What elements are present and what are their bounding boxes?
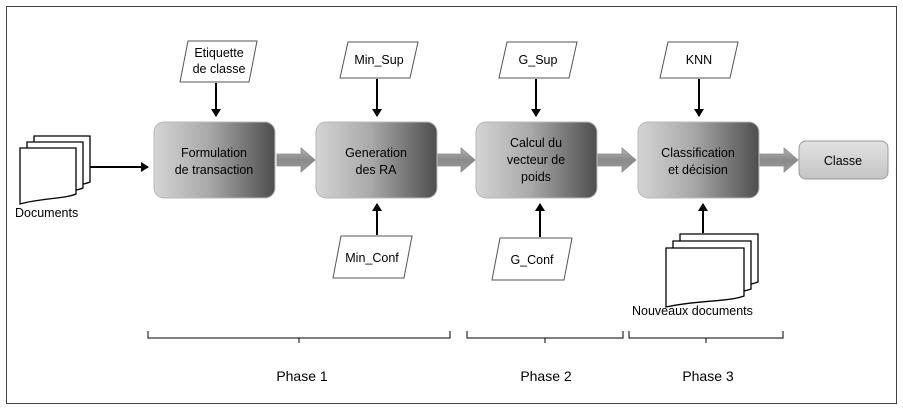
flow-arrow-2 <box>437 147 476 173</box>
phase2-label: Phase 2 <box>520 368 572 384</box>
phase1-label: Phase 1 <box>276 368 328 384</box>
calcul-label-line1: Calcul du <box>510 136 562 150</box>
generation-label-line1: Generation <box>345 146 407 160</box>
etiquette-label-line1: Etiquette <box>194 46 243 60</box>
flow-arrow-4 <box>759 147 799 173</box>
classification-step-box <box>637 121 760 199</box>
classe-label: Classe <box>824 154 862 168</box>
min-conf-input-shape <box>332 235 413 279</box>
formulation-label-line1: Formulation <box>181 146 247 160</box>
phase3-label: Phase 3 <box>682 368 734 384</box>
generation-label-line2: des RA <box>356 163 398 177</box>
nouveaux-documents-stack-icon <box>665 233 759 308</box>
flow-arrow-3 <box>597 147 637 173</box>
classification-label-line1: Classification <box>661 146 735 160</box>
classe-output-box <box>798 140 889 180</box>
flow-arrow-1 <box>276 147 316 173</box>
phase2-brace <box>466 331 624 339</box>
calcul-label-line3: poids <box>521 170 551 184</box>
phase1-brace <box>147 331 451 339</box>
g-sup-label: G_Sup <box>519 53 558 67</box>
min-conf-label: Min_Conf <box>345 251 399 265</box>
formulation-step-box <box>153 121 276 199</box>
min-sup-label: Min_Sup <box>354 53 403 67</box>
documents-stack-icon <box>19 135 91 205</box>
generation-step-box <box>315 121 438 199</box>
calcul-step-box <box>475 121 598 199</box>
documents-label: Documents <box>15 206 78 220</box>
g-sup-input-shape <box>498 41 578 79</box>
diagram-frame <box>6 6 897 404</box>
etiquette-label-line2: de classe <box>193 62 246 76</box>
calcul-label-line2: vecteur de <box>507 153 565 167</box>
etiquette-input-shape <box>179 40 258 83</box>
min-sup-input-shape <box>339 41 419 79</box>
phase3-brace <box>628 331 784 339</box>
formulation-label-line2: de transaction <box>175 163 254 177</box>
knn-input-shape <box>659 41 739 79</box>
g-conf-input-shape <box>491 237 573 281</box>
classification-label-line2: et décision <box>668 163 728 177</box>
nouveaux-documents-label: Nouveaux documents <box>632 304 753 318</box>
knn-label: KNN <box>686 53 712 67</box>
g-conf-label: G_Conf <box>510 253 554 267</box>
